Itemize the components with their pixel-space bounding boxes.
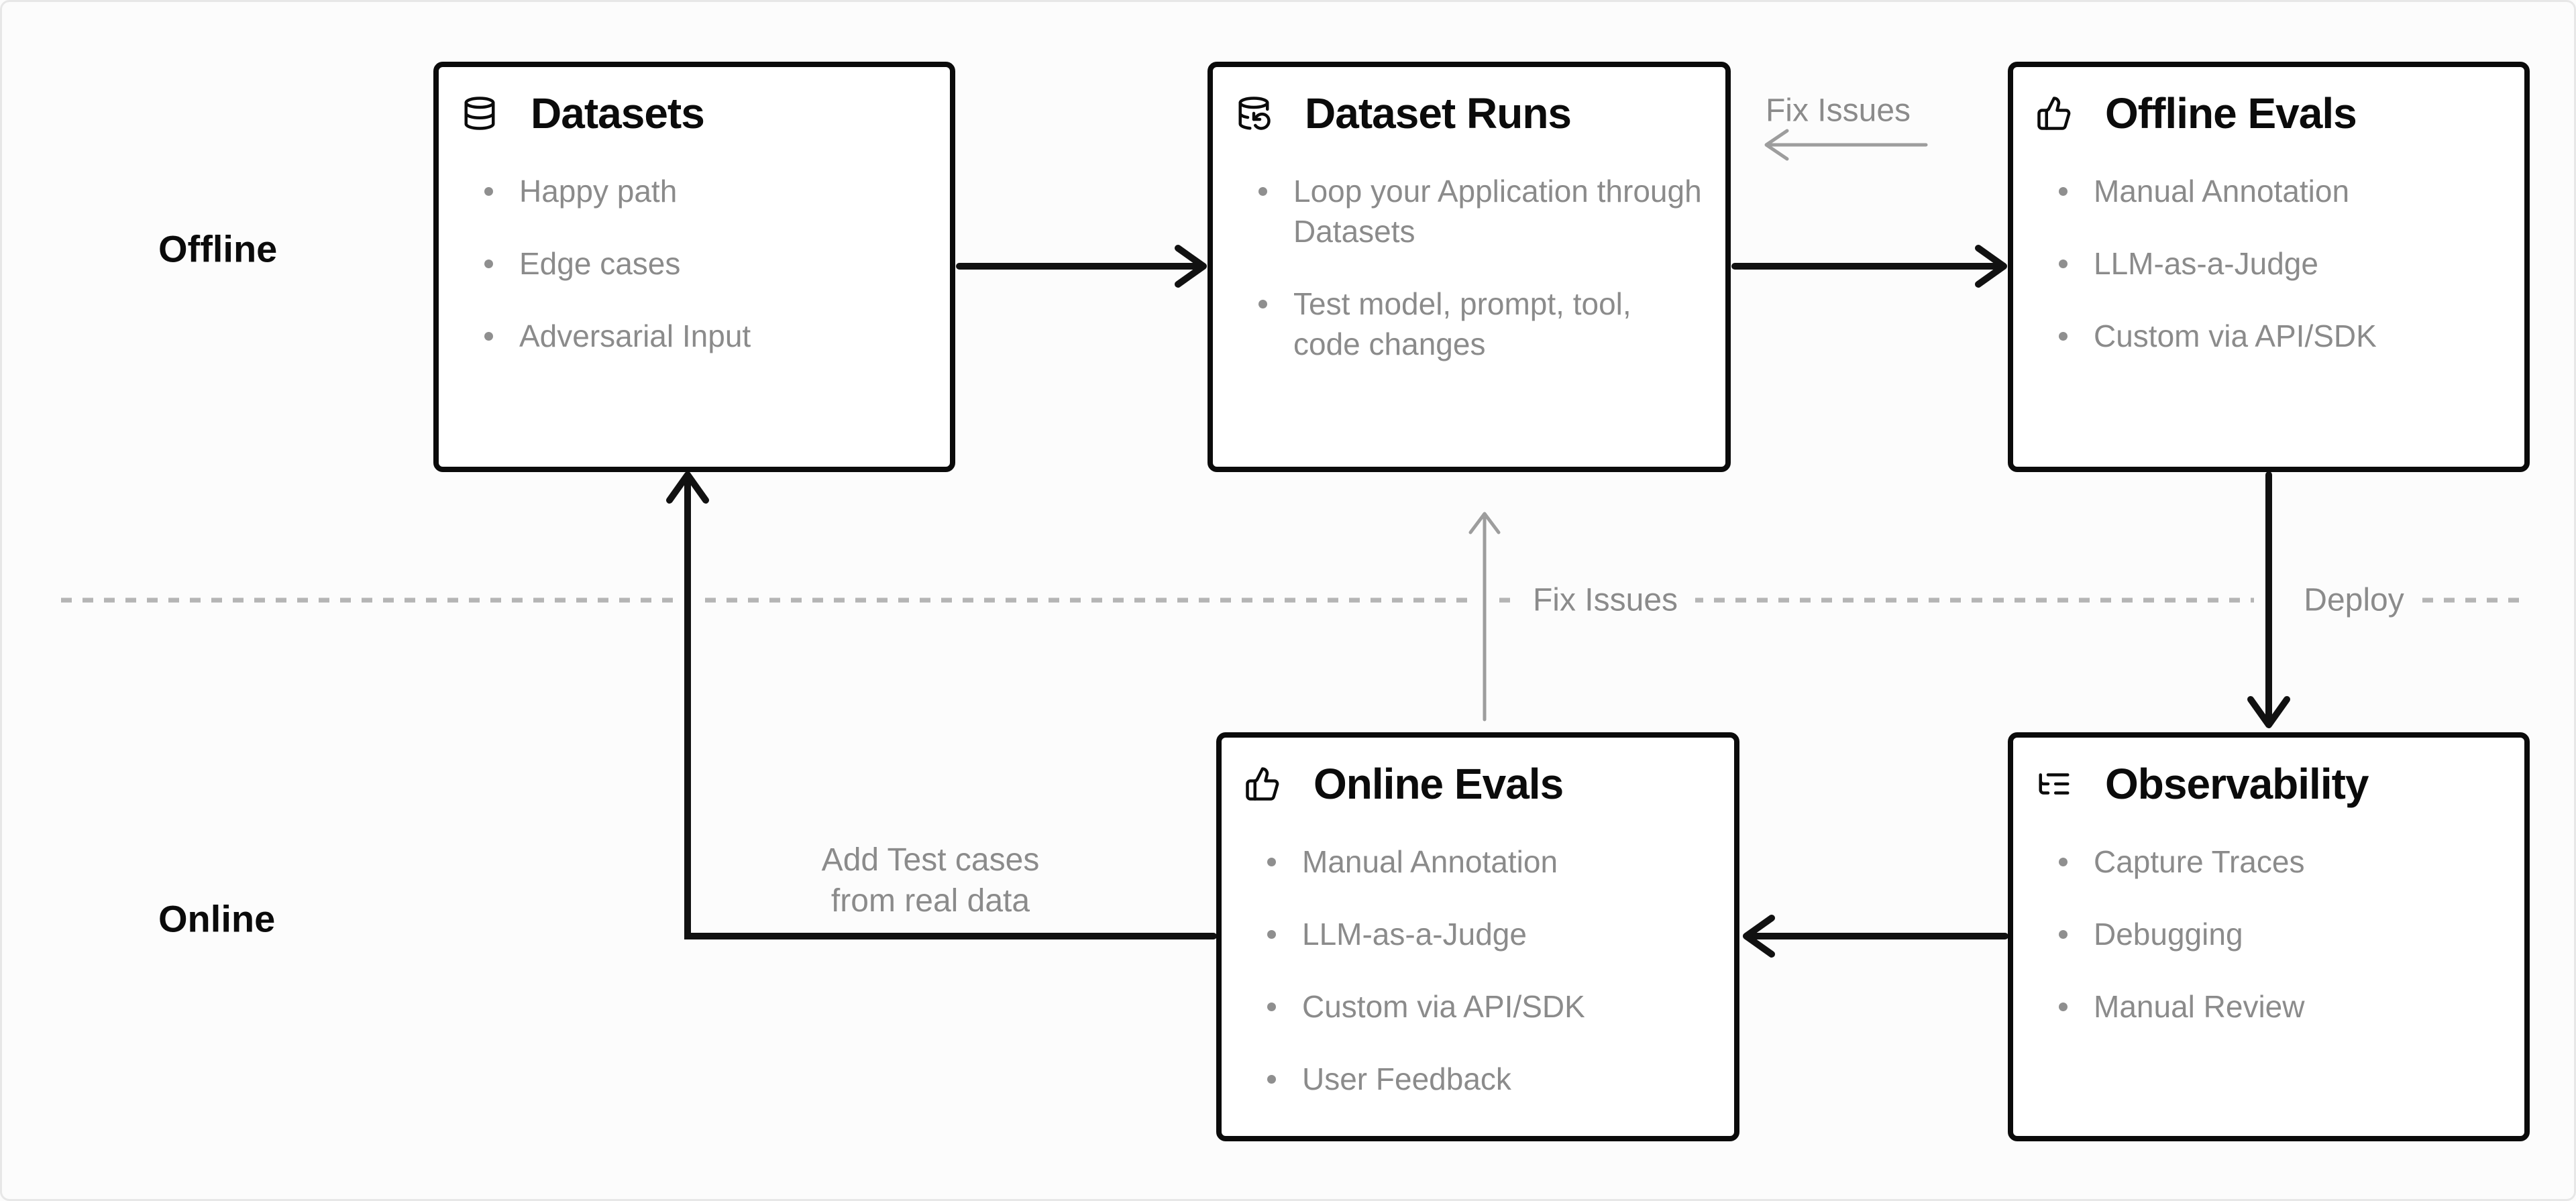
bullet-item: Manual Annotation [1244, 842, 1714, 882]
list-tree-icon [2036, 766, 2072, 802]
datasets-box: Datasets Happy path Edge cases Adversari… [433, 62, 955, 472]
bullet-item: Debugging [2036, 914, 2504, 954]
bullet-item: Test model, prompt, tool, code changes [1236, 284, 1705, 364]
arrow-online-evals-to-datasets [666, 471, 1217, 939]
dataset-runs-box: Dataset Runs Loop your Application throu… [1208, 62, 1731, 472]
edge-label-line: from real data [830, 883, 1030, 919]
arrow-observability-to-online-evals [1743, 915, 2008, 958]
bullet-item: Adversarial Input [462, 316, 930, 356]
database-refresh-icon [1236, 95, 1272, 131]
bullet-item: Happy path [462, 171, 930, 211]
box-title-offline-evals: Offline Evals [2105, 89, 2357, 137]
bullet-item: User Feedback [1244, 1059, 1714, 1099]
edge-label-fix-issues-top: Fix Issues [1765, 93, 1911, 129]
edge-label-fix-issues-middle: Fix Issues [1515, 579, 1696, 622]
box-title-dataset-runs: Dataset Runs [1305, 89, 1572, 137]
bullet-item: Manual Review [2036, 986, 2504, 1027]
edge-label-deploy: Deploy [2286, 579, 2422, 622]
box-title-observability: Observability [2105, 760, 2369, 808]
bullet-item: Edge cases [462, 243, 930, 284]
bullet-item: Custom via API/SDK [2036, 316, 2504, 356]
offline-evals-bullet-list: Manual Annotation LLM-as-a-Judge Custom … [2036, 171, 2504, 356]
arrow-datasets-to-dataset-runs [956, 245, 1207, 288]
observability-bullet-list: Capture Traces Debugging Manual Review [2036, 842, 2504, 1027]
box-title-datasets: Datasets [531, 89, 705, 137]
offline-evals-box: Offline Evals Manual Annotation LLM-as-a… [2008, 62, 2530, 472]
online-evals-bullet-list: Manual Annotation LLM-as-a-Judge Custom … [1244, 842, 1714, 1099]
bullet-item: LLM-as-a-Judge [2036, 243, 2504, 284]
lane-label-offline: Offline [158, 227, 278, 270]
dataset-runs-bullet-list: Loop your Application through Datasets T… [1236, 171, 1705, 364]
bullet-item: Manual Annotation [2036, 171, 2504, 211]
observability-box: Observability Capture Traces Debugging M… [2008, 732, 2530, 1141]
lane-label-online: Online [158, 897, 276, 940]
edge-label-add-test-cases: Add Test cases from real data [808, 837, 1053, 924]
thumbs-up-icon [2036, 95, 2072, 131]
online-evals-box: Online Evals Manual Annotation LLM-as-a-… [1216, 732, 1739, 1141]
arrow-fix-issues-middle [1468, 512, 1501, 722]
thumbs-up-icon [1244, 766, 1281, 802]
edge-label-line: Add Test cases [821, 842, 1040, 878]
bullet-item: LLM-as-a-Judge [1244, 914, 1714, 954]
database-icon [462, 95, 498, 131]
bullet-item: Custom via API/SDK [1244, 986, 1714, 1027]
bullet-item: Loop your Application through Datasets [1236, 171, 1705, 251]
bullet-item: Capture Traces [2036, 842, 2504, 882]
box-title-online-evals: Online Evals [1313, 760, 1564, 808]
arrow-deploy-offline-evals-to-observability [2247, 471, 2290, 728]
datasets-bullet-list: Happy path Edge cases Adversarial Input [462, 171, 930, 356]
arrow-fix-issues-top [1764, 129, 1928, 161]
arrow-dataset-runs-to-offline-evals [1731, 245, 2007, 288]
